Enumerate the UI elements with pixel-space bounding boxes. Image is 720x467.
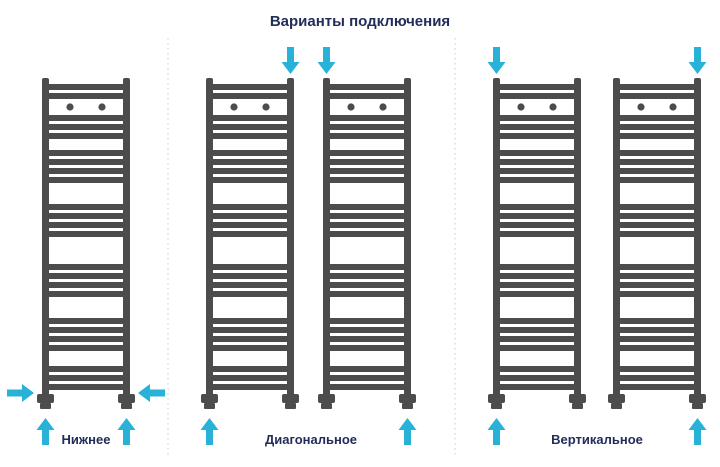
flow-arrow-up-icon (200, 418, 219, 445)
flow-arrow-down-icon (317, 47, 336, 74)
flow-arrow-left-icon (138, 384, 165, 402)
towel-rail-vertical-connection-left (488, 78, 586, 409)
towel-rail-vertical-connection-right (608, 78, 706, 409)
diagram-title: Варианты подключения (269, 13, 451, 30)
flow-arrow-right-icon (7, 384, 34, 402)
flow-arrow-down-icon (688, 47, 707, 74)
flow-arrow-up-icon (117, 418, 136, 445)
towel-rail-bottom-connection (37, 78, 135, 409)
flow-arrow-down-icon (281, 47, 300, 74)
flow-arrow-up-icon (688, 418, 707, 445)
label-vertical-connection: Вертикальное (551, 432, 643, 447)
label-bottom-connection: Нижнее (61, 432, 111, 447)
towel-rail-diagonal-connection-right (318, 78, 416, 409)
flow-arrow-up-icon (36, 418, 55, 445)
label-diagonal-connection: Диагональное (264, 432, 358, 447)
flow-arrow-down-icon (487, 47, 506, 74)
flow-arrow-up-icon (487, 418, 506, 445)
flow-arrow-up-icon (398, 418, 417, 445)
towel-rail-diagonal-connection-left (201, 78, 299, 409)
